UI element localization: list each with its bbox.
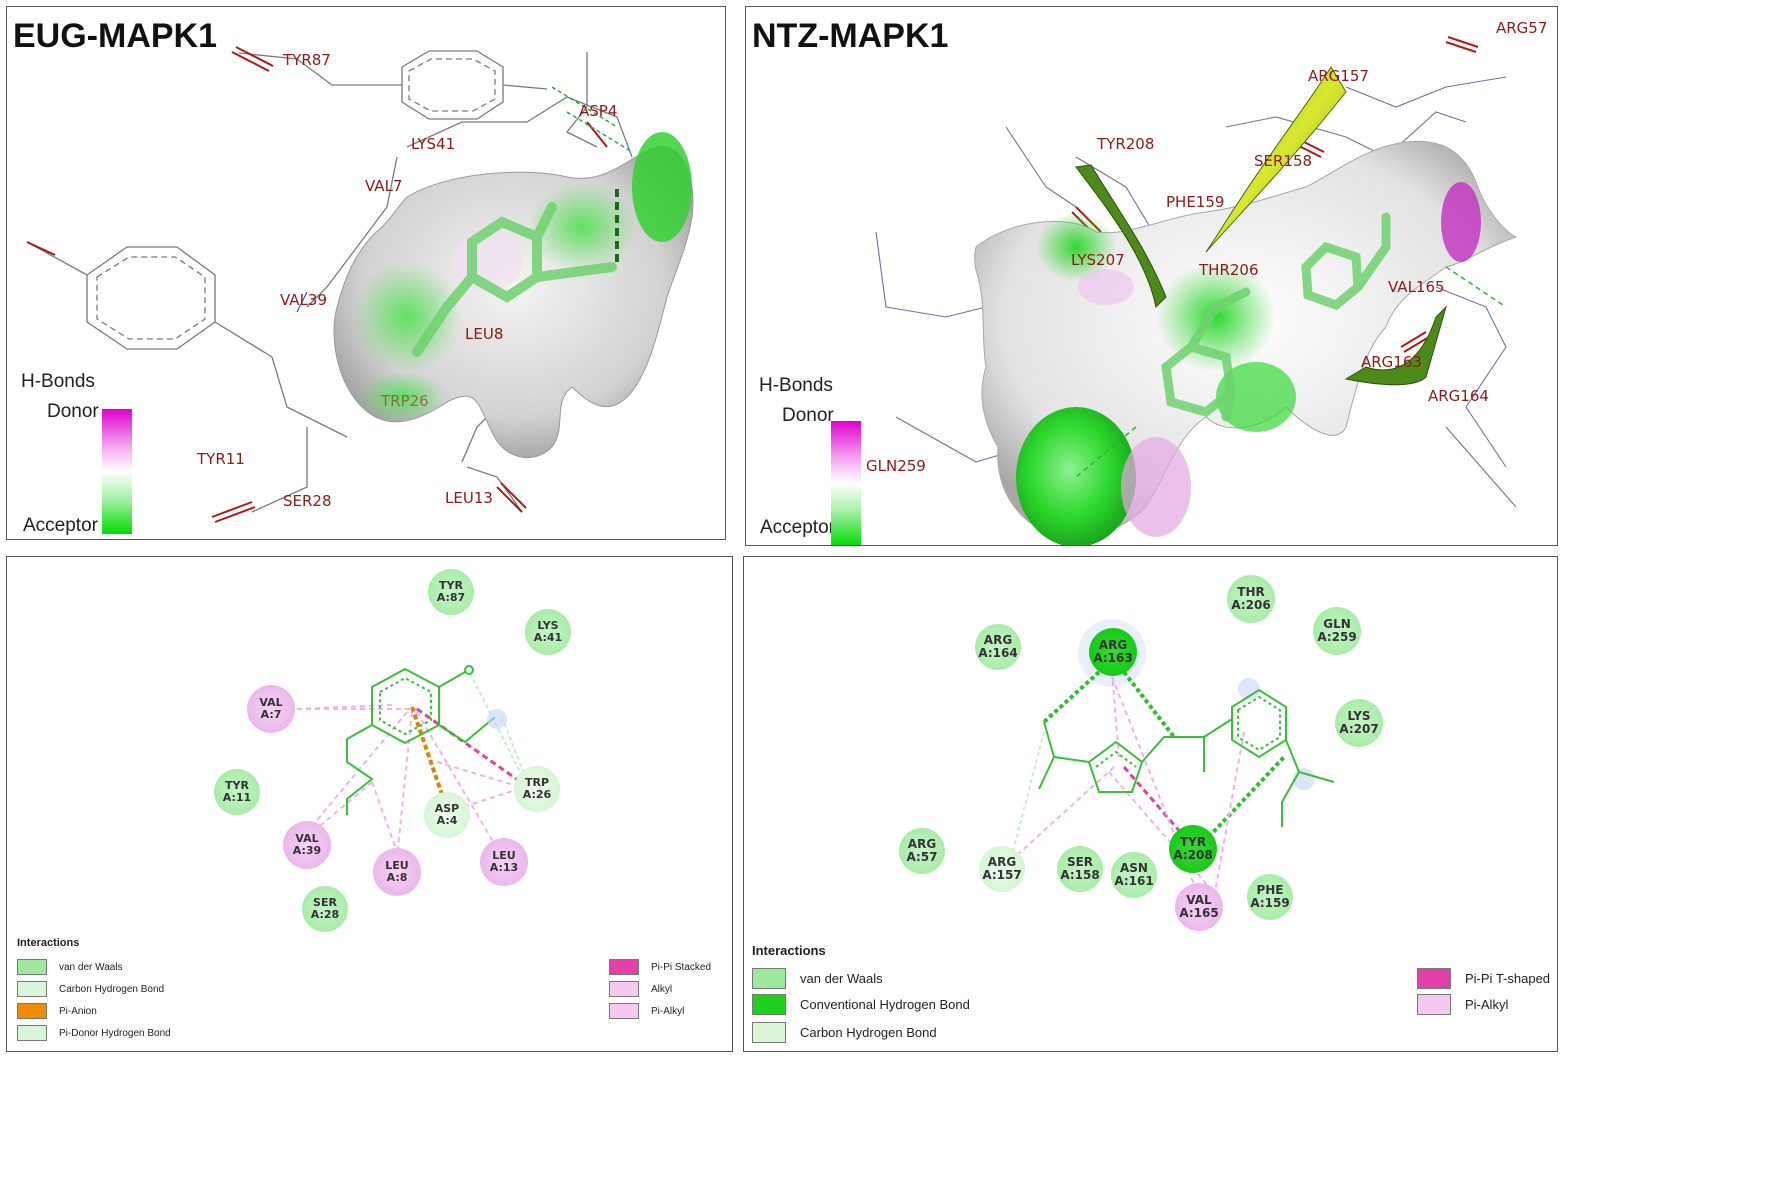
- legend-item: Pi-Anion: [17, 1003, 97, 1019]
- hbond-legend-title: H-Bonds: [759, 375, 833, 396]
- hbond-donor-label: Donor: [782, 405, 834, 426]
- residue-label: PHE159: [1166, 193, 1225, 211]
- residue-label: ARG164: [1428, 387, 1489, 405]
- legend-item: Pi-Pi Stacked: [609, 959, 711, 975]
- legend-item: Carbon Hydrogen Bond: [752, 1022, 937, 1043]
- residue-label: TRP26: [381, 392, 429, 410]
- panel-ntz-3d: NTZ-MAPK1 ARG57 ARG157 TYR208 SER158 PHE…: [745, 6, 1558, 546]
- ntz-helix-ribbon: [1205, 66, 1347, 253]
- residue-label: VAL7: [365, 177, 403, 195]
- legend-item: Pi-Alkyl: [1417, 994, 1508, 1015]
- hbond-acceptor-label: Acceptor: [760, 517, 835, 538]
- legend-item: Pi-Alkyl: [609, 1003, 684, 1019]
- interactions-legend-title: Interactions: [752, 943, 826, 958]
- legend-item: van der Waals: [17, 959, 123, 975]
- residue-label: VAL165: [1388, 278, 1445, 296]
- hbond-color-bar: [102, 409, 132, 534]
- residue-label: TYR11: [197, 450, 245, 468]
- legend-item: Pi-Donor Hydrogen Bond: [17, 1025, 171, 1041]
- hbond-acceptor-label: Acceptor: [23, 515, 98, 536]
- residue-label: ARG157: [1308, 67, 1369, 85]
- residue-label: ARG163: [1361, 353, 1422, 371]
- residue-label: LEU8: [465, 325, 504, 343]
- hbond-color-bar: [831, 421, 861, 545]
- residue-label: SER28: [283, 492, 332, 510]
- residue-label: ASP4: [579, 102, 618, 120]
- ntz-3d-title: NTZ-MAPK1: [752, 17, 949, 55]
- residue-label: ARG57: [1496, 19, 1548, 37]
- hbond-donor-label: Donor: [47, 401, 99, 422]
- residue-label: TYR87: [283, 51, 331, 69]
- residue-label: SER158: [1254, 152, 1313, 170]
- interactions-legend-title: Interactions: [17, 937, 80, 949]
- residue-label: VAL39: [280, 291, 328, 309]
- residue-label: LEU13: [445, 489, 493, 507]
- eug-ligand-2d: [346, 665, 496, 815]
- eug-2d-diagram: [296, 665, 528, 858]
- residue-label: TYR208: [1097, 135, 1155, 153]
- residue-label: LYS207: [1071, 251, 1125, 269]
- legend-item: Pi-Pi T-shaped: [1417, 968, 1550, 989]
- eug-interaction-lines: [296, 666, 528, 858]
- legend-item: Alkyl: [609, 981, 672, 997]
- hbond-legend-title: H-Bonds: [21, 371, 95, 392]
- legend-item: van der Waals: [752, 968, 883, 989]
- eug-3d-scene: [26, 46, 694, 523]
- legend-item: Carbon Hydrogen Bond: [17, 981, 164, 997]
- eug-ligand: [412, 202, 617, 357]
- legend-item: Conventional Hydrogen Bond: [752, 994, 970, 1015]
- residue-label: GLN259: [866, 457, 926, 475]
- ntz-ligand: [1161, 212, 1391, 422]
- eug-3d-title: EUG-MAPK1: [13, 17, 218, 55]
- panel-eug-3d: EUG-MAPK1 TYR87 ASP4 LYS41 VAL7 VAL39 LE…: [6, 6, 726, 540]
- ntz-3d-scene: [875, 36, 1518, 545]
- residue-label: THR206: [1199, 261, 1259, 279]
- ntz-ligand-2d: [1038, 688, 1335, 827]
- residue-label: LYS41: [411, 135, 456, 153]
